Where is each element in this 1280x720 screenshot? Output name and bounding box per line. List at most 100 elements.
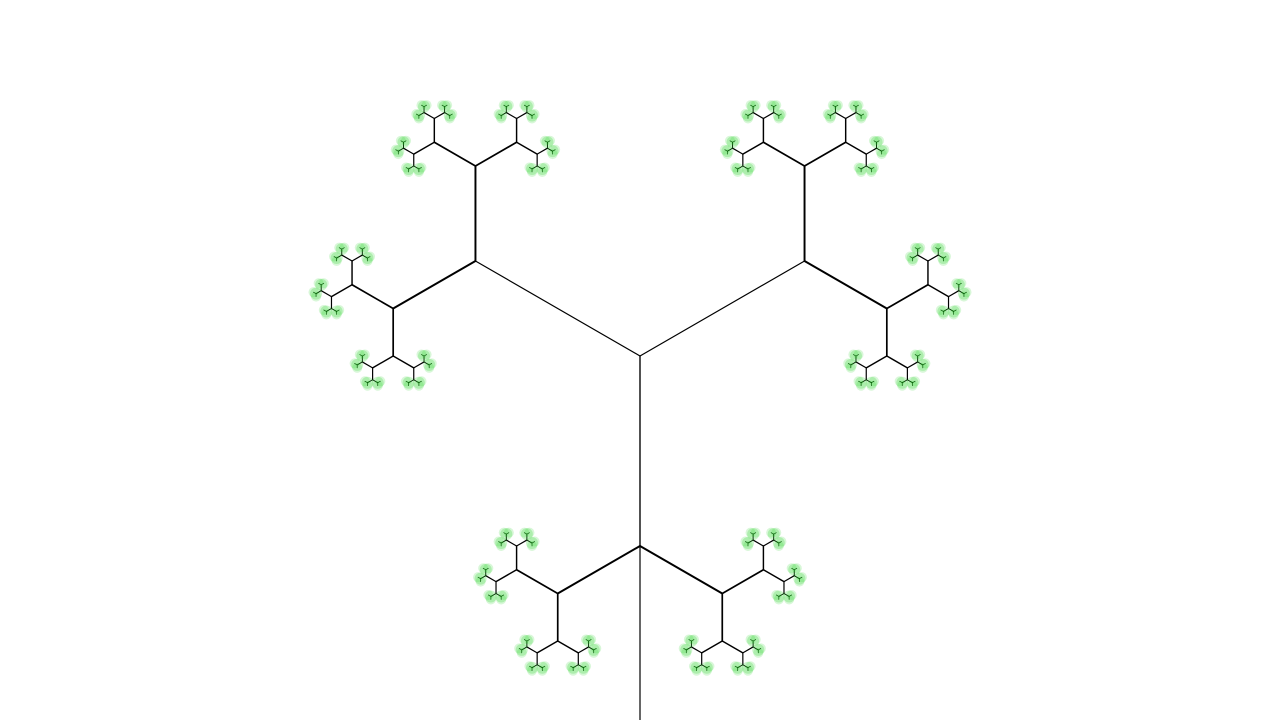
leaf-blob [582, 635, 595, 647]
branch-segment [729, 140, 733, 143]
branch-segment [850, 361, 857, 366]
branch-segment [536, 147, 549, 155]
leaf-blob [516, 647, 527, 658]
branch-segment [886, 355, 909, 369]
leaf-blob [321, 309, 332, 320]
branch-segment [320, 282, 325, 286]
leaf-blob [520, 528, 533, 541]
branch-segment [588, 646, 595, 651]
branch-segment [948, 308, 955, 312]
leaf-blob [310, 287, 323, 300]
branch-segment [731, 147, 744, 155]
branch-segment [827, 113, 831, 116]
leaf-blob [498, 527, 509, 538]
leaf-blob [334, 304, 345, 315]
branch-segment [803, 141, 847, 167]
leaf-blob [527, 113, 538, 124]
leaf-blob [503, 100, 514, 111]
leaf-blob [822, 109, 833, 120]
leaf-blob [401, 376, 412, 387]
branch-segment [531, 165, 538, 170]
branch-segment [518, 648, 523, 651]
branch-segment [721, 568, 765, 595]
leaf-blob [747, 635, 760, 647]
leaf-blob [796, 572, 807, 583]
branch-segment [914, 354, 919, 357]
leaf-blob [352, 362, 363, 373]
branch-segment [588, 639, 592, 642]
branch-layer [313, 104, 967, 720]
branch-segment [577, 664, 584, 669]
branch-segment [685, 646, 692, 651]
branch-segment [963, 291, 967, 295]
branch-segment [413, 379, 420, 384]
branch-segment [318, 282, 322, 286]
leaf-blob [524, 162, 535, 173]
leaf-blob [700, 661, 713, 674]
branch-segment [778, 541, 782, 544]
leaf-blob [788, 563, 801, 576]
leaf-blob [356, 243, 369, 256]
leaf-blob [484, 590, 497, 603]
leaf-blob [330, 252, 343, 265]
branch-segment [639, 545, 724, 595]
leaf-blob [359, 376, 370, 387]
branch-segment [881, 149, 885, 152]
leaf-blob [444, 113, 455, 124]
branch-segment [423, 361, 430, 366]
branch-segment [752, 639, 757, 642]
leaf-blob [318, 278, 329, 289]
leaf-blob [536, 162, 549, 175]
leaf-blob [359, 349, 370, 360]
leaf-blob [541, 136, 554, 149]
leaf-blob [948, 309, 959, 320]
leaf-blob [442, 100, 453, 111]
leaf-blob [930, 242, 941, 253]
leaf-blob [320, 305, 333, 318]
leaf-blob [412, 376, 425, 389]
branch-segment [935, 247, 939, 250]
leaf-blob [483, 589, 494, 600]
branch-segment [585, 639, 589, 642]
leaf-blob [565, 661, 576, 672]
leaf-blob [740, 536, 751, 547]
leaf-blob [438, 100, 451, 113]
branch-segment [531, 664, 538, 669]
branch-segment [515, 539, 528, 547]
branch-segment [757, 648, 762, 651]
leaf-blob [848, 100, 859, 111]
branch-segment [485, 575, 497, 583]
leaf-blob [447, 109, 458, 120]
leaf-blob [546, 145, 559, 158]
leaf-blob [935, 242, 946, 253]
leaf-blob [732, 166, 743, 177]
leaf-blob [750, 100, 761, 111]
branch-segment [583, 665, 587, 669]
branch-segment [912, 254, 919, 259]
leaf-blob [843, 358, 854, 369]
leaf-blob [855, 162, 868, 175]
primary-arm [474, 260, 641, 357]
leaf-blob [701, 665, 712, 676]
leaf-blob [755, 643, 766, 654]
branch-segment [701, 664, 708, 669]
branch-segment [788, 594, 793, 597]
branch-segment [922, 363, 926, 366]
branch-segment [773, 539, 780, 544]
leaf-blob [745, 661, 756, 672]
leaf-blob [937, 252, 950, 265]
branch-segment [770, 104, 775, 107]
leaf-blob [424, 362, 435, 373]
branch-segment [927, 284, 950, 298]
branch-segment [331, 308, 338, 312]
branch-segment [526, 539, 533, 544]
branch-segment [413, 361, 425, 369]
branch-segment [906, 379, 914, 384]
branch-segment [742, 165, 749, 170]
leaf-blob [910, 242, 921, 253]
branch-segment [803, 260, 888, 310]
leaf-blob [515, 643, 528, 656]
branch-segment [724, 149, 728, 152]
branch-segment [515, 141, 538, 155]
branch-segment [762, 141, 806, 167]
